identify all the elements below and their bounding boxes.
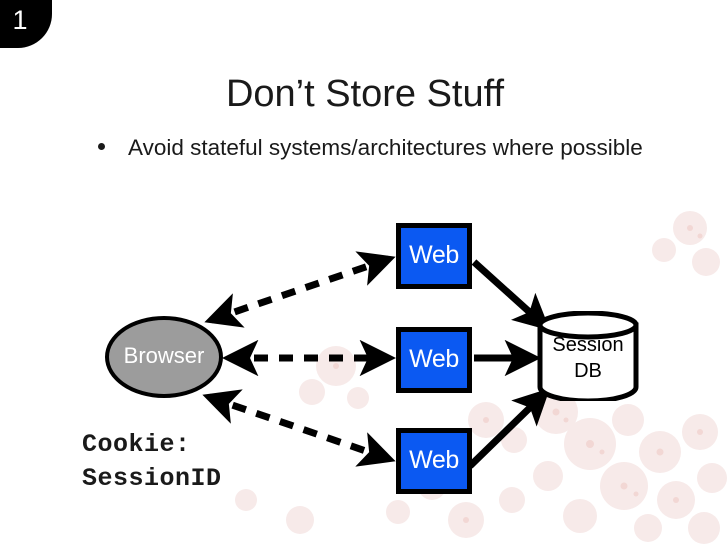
bullet-list: Avoid stateful systems/architectures whe… [96, 132, 666, 163]
node-web-3-label: Web [409, 445, 459, 474]
cookie-caption-line2: SessionID [82, 464, 222, 493]
edge-web1-db [471, 259, 551, 331]
node-web-1[interactable]: Web [396, 223, 472, 289]
edge-browser-web1 [204, 251, 396, 328]
node-browser-label: Browser [123, 342, 205, 368]
bullet-dot-icon [98, 143, 105, 150]
bullet-text: Avoid stateful systems/architectures whe… [128, 135, 643, 160]
node-web-1-label: Web [409, 240, 459, 269]
cookie-caption-line1: Cookie: [82, 430, 191, 459]
edge-browser-web3 [202, 389, 396, 467]
node-web-2-label: Web [409, 344, 459, 373]
bullet-item: Avoid stateful systems/architectures whe… [96, 132, 666, 163]
node-session-db[interactable]: Session DB [536, 311, 640, 401]
node-web-3[interactable]: Web [396, 428, 472, 494]
slide-title: Don’t Store Stuff [225, 73, 505, 116]
edge-web3-db [467, 388, 551, 469]
node-session-db-label-line1: Session [552, 334, 624, 356]
node-browser[interactable]: Browser [105, 316, 223, 398]
slide-number-label: 1 [12, 5, 28, 35]
database-cylinder-icon [537, 311, 639, 401]
cookie-caption: Cookie: SessionID [82, 428, 222, 496]
node-session-db-label-line2: DB [574, 360, 602, 382]
node-web-2[interactable]: Web [396, 327, 472, 393]
